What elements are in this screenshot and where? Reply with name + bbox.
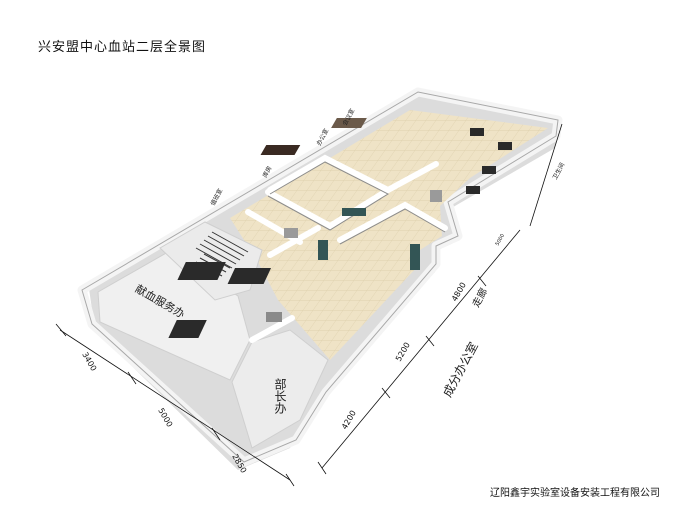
label-minister: 部长办 bbox=[273, 377, 287, 415]
outer-wall-edge bbox=[81, 91, 559, 463]
dim-3400: 3400 bbox=[80, 351, 98, 373]
dim-5200: 5200 bbox=[394, 341, 412, 363]
company-name: 辽阳鑫宇实验室设备安装工程有限公司 bbox=[490, 488, 660, 499]
interior-wall-shadows bbox=[267, 161, 446, 245]
label-corridor: 走廊 bbox=[469, 286, 490, 310]
label-room-c: 卫生间 bbox=[551, 161, 567, 181]
tiled-floor bbox=[230, 110, 548, 360]
dim-5000-b: 5000 bbox=[495, 233, 507, 247]
dim-4800: 4800 bbox=[450, 281, 468, 303]
dim-5000-a: 5000 bbox=[156, 407, 174, 429]
furniture bbox=[168, 118, 512, 338]
label-admin-office: 成分办公室 bbox=[439, 339, 480, 399]
page-title: 兴安盟中心血站二层全景图 bbox=[38, 40, 207, 55]
dimension-lines bbox=[55, 123, 563, 487]
